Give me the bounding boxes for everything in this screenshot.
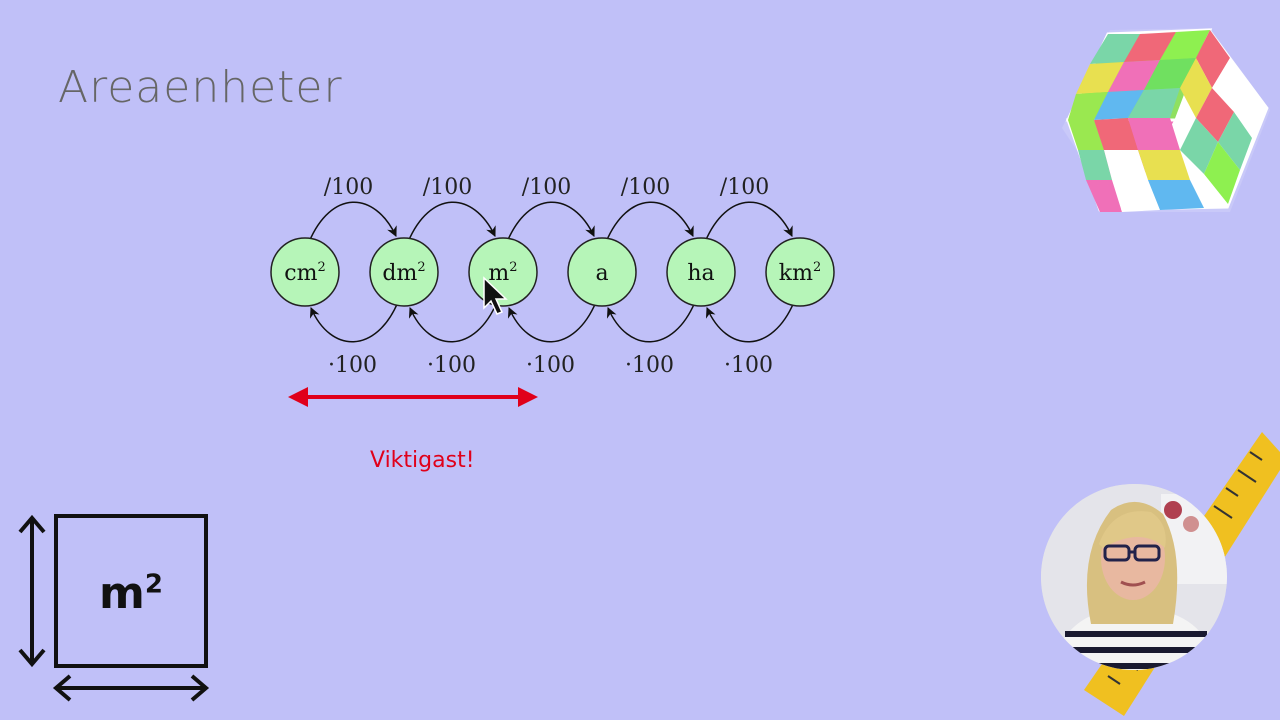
multiply-arrow (606, 301, 696, 343)
divide-label: /100 (423, 175, 472, 200)
square-unit-exponent: 2 (144, 569, 163, 600)
multiply-arrow (705, 301, 795, 343)
multiply-label: ·100 (724, 353, 773, 378)
unit-label-m: m2 (488, 260, 517, 286)
multiply-arrow (507, 301, 597, 343)
unit-label-ha: ha (687, 261, 714, 286)
unit-node-dm (369, 237, 439, 307)
multiply-label: ·100 (526, 353, 575, 378)
square-area-icon (18, 514, 210, 702)
multiply-arrow (309, 301, 399, 343)
slide-title: Areaenheter (58, 62, 343, 113)
divide-arrow (605, 201, 694, 243)
multiply-label: ·100 (328, 353, 377, 378)
divide-label: /100 (720, 175, 769, 200)
unit-node-cm (270, 237, 340, 307)
multiply-label: ·100 (427, 353, 476, 378)
unit-label-a: a (595, 261, 608, 286)
multiply-label: ·100 (625, 353, 674, 378)
unit-node-a (567, 237, 637, 307)
divide-arrow (308, 201, 397, 243)
mouse-cursor-icon (483, 276, 508, 315)
divide-arrow (506, 201, 595, 243)
unit-node-km (765, 237, 835, 307)
square-unit-label: m2 (56, 568, 206, 619)
divide-label: /100 (324, 175, 373, 200)
divide-label: /100 (522, 175, 571, 200)
rubiks-cube-icon (1062, 28, 1270, 212)
divide-label: /100 (621, 175, 670, 200)
unit-label-cm: cm2 (284, 260, 325, 286)
unit-label-dm: dm2 (382, 260, 425, 286)
divide-arrow (704, 201, 793, 243)
unit-node-ha (666, 237, 736, 307)
important-note: Viktigast! (370, 448, 475, 473)
divide-arrow (407, 201, 496, 243)
presenter-webcam (1041, 484, 1227, 670)
unit-label-km: km2 (779, 260, 821, 286)
square-unit-base: m (99, 568, 145, 619)
multiply-arrow (408, 301, 498, 343)
